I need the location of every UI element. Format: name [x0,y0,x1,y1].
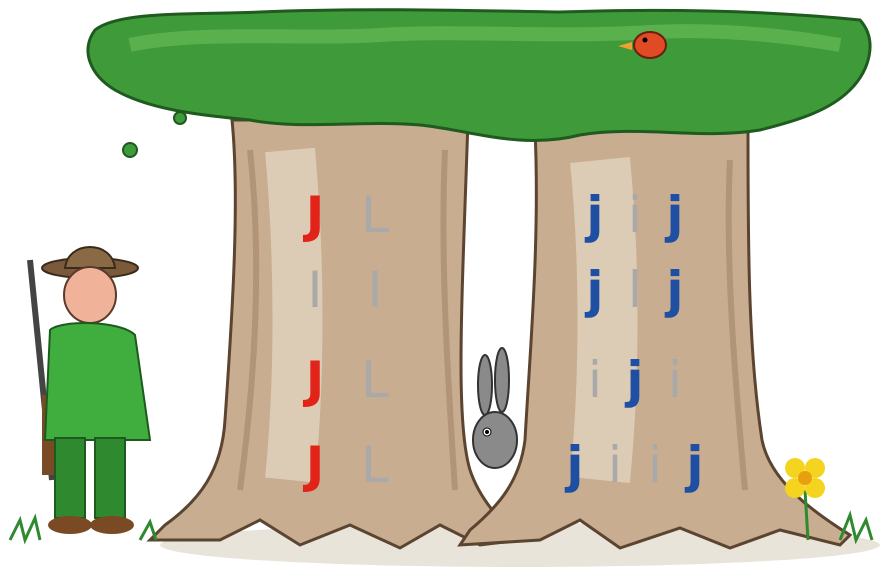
grass [8,510,874,545]
right-tree-letter: j [666,186,684,244]
left-tree-letter: J [305,436,325,494]
left-tree-letter: J [305,186,325,244]
left-tree-letter: L [361,186,389,244]
left-tree-letter: L [361,351,389,409]
left-tree-letter: L [361,436,389,494]
tree-foliage [86,8,872,158]
right-tree-letter: i [668,351,682,409]
left-tree-letter: I [367,261,383,319]
flower [785,458,825,541]
right-tree-letter: j [666,261,684,319]
right-tree-letter: i [608,436,622,494]
right-tree-trunk [457,128,853,550]
right-tree-letter: j [686,436,704,494]
left-tree-letter: J [305,351,325,409]
right-tree-letter: j [566,436,584,494]
left-tree-letter: I [307,261,323,319]
right-tree-letter: i [648,436,662,494]
rabbit [472,347,518,469]
right-tree-letter: i [588,351,602,409]
left-tree-trunk [146,118,524,550]
bird [618,31,667,59]
right-tree-letter: j [626,351,644,409]
right-tree-letter: j [586,186,604,244]
right-tree-letter: i [628,186,642,244]
right-tree-letter: j [586,261,604,319]
right-tree-letter: l [628,261,642,319]
hunter [27,246,152,534]
